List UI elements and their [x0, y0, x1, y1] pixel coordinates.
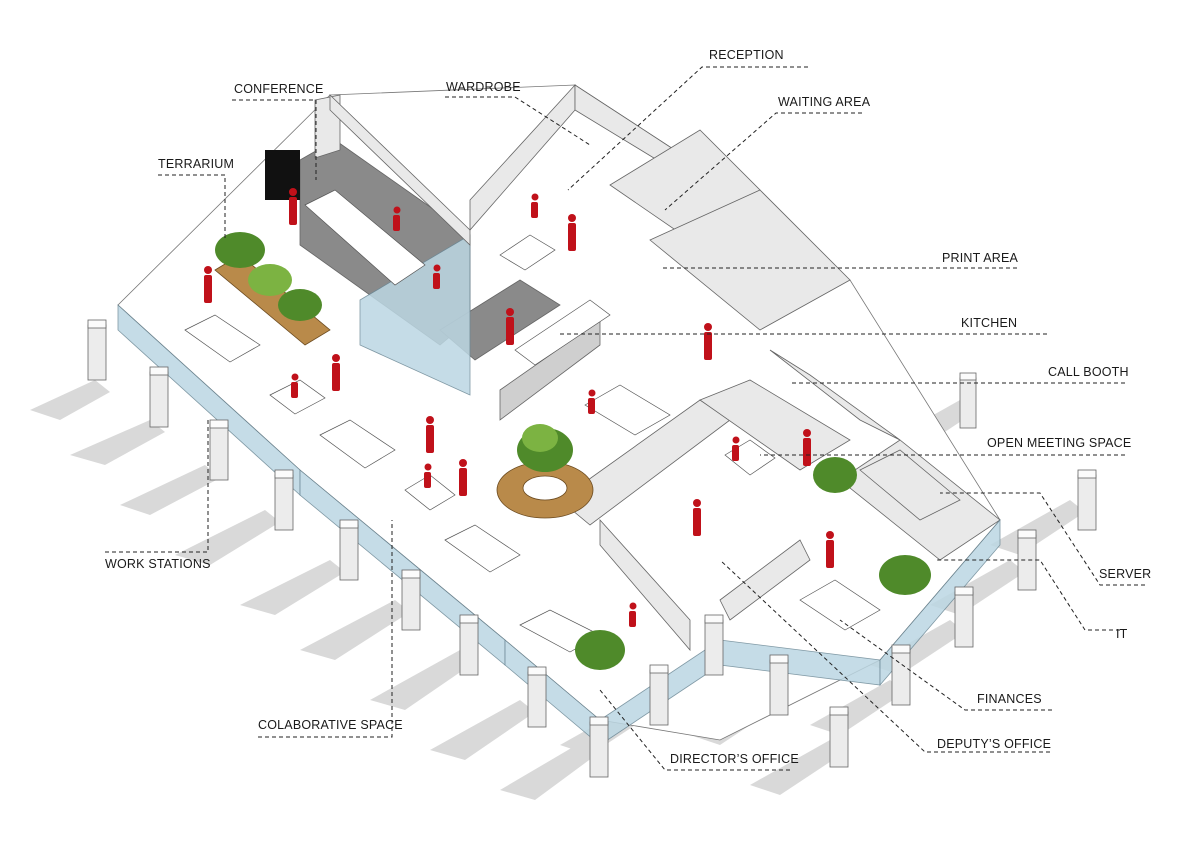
label-wardrobe: WARDROBE [446, 80, 521, 94]
pillar-icon [209, 419, 229, 481]
people [204, 188, 834, 627]
conference-glass-wall [359, 234, 471, 396]
person-figure-icon [433, 264, 441, 289]
person-figure-icon [531, 193, 539, 218]
glass-facade [117, 304, 1001, 746]
label-work-stations: WORK STATIONS [105, 557, 211, 571]
pillar-icon [891, 644, 911, 706]
person-figure-icon [332, 354, 340, 391]
plant-icon [517, 424, 573, 472]
label-conference: CONFERENCE [234, 82, 324, 96]
person-figure-icon [826, 531, 834, 568]
person-figure-icon [506, 308, 514, 345]
pillar-icon [87, 319, 107, 381]
person-figure-icon [588, 389, 596, 414]
plant-icon [215, 232, 322, 321]
person-figure-icon [291, 373, 299, 398]
conference-table [304, 189, 426, 286]
plant-icon [813, 457, 857, 493]
label-open-meeting-space: OPEN MEETING SPACE [987, 436, 1131, 450]
pillar-icon [1077, 469, 1097, 531]
person-figure-icon [289, 188, 297, 225]
furniture [184, 150, 881, 653]
person-figure-icon [426, 416, 434, 453]
pillars [87, 319, 1097, 778]
person-figure-icon [693, 499, 701, 536]
person-figure-icon [568, 214, 576, 251]
plant-icon [575, 630, 625, 670]
label-kitchen: KITCHEN [961, 316, 1017, 330]
pillar-icon [149, 366, 169, 428]
person-figure-icon [704, 323, 712, 360]
label-print-area: PRINT AREA [942, 251, 1019, 265]
person-figure-icon [204, 266, 212, 303]
pillar-icon [339, 519, 359, 581]
labels: RECEPTION WAITING AREA WARDROBE CONFEREN… [105, 48, 1151, 766]
pillar-icon [589, 716, 609, 778]
label-deputys-office: DEPUTY’S OFFICE [937, 737, 1051, 751]
plant-icon [879, 555, 931, 595]
label-call-booth: CALL BOOTH [1048, 365, 1129, 379]
person-figure-icon [424, 463, 432, 488]
pillar-icon [704, 614, 724, 676]
person-figure-icon [459, 459, 467, 496]
label-it: IT [1116, 627, 1128, 641]
pillar-icon [527, 666, 547, 728]
label-directors-office: DIRECTOR’S OFFICE [670, 752, 799, 766]
pillar-icon [459, 614, 479, 676]
pillar-icon [1017, 529, 1037, 591]
person-figure-icon [732, 436, 740, 461]
person-figure-icon [803, 429, 811, 466]
label-terrarium: TERRARIUM [158, 157, 234, 171]
label-reception: RECEPTION [709, 48, 784, 62]
person-figure-icon [393, 206, 401, 231]
person-figure-icon [629, 602, 637, 627]
leader-lines [105, 66, 1145, 771]
interior-walls [314, 83, 1001, 652]
pillar-icon [649, 664, 669, 726]
pillar-icon [954, 586, 974, 648]
label-finances: FINANCES [977, 692, 1042, 706]
pillar-icon [829, 706, 849, 768]
label-waiting-area: WAITING AREA [778, 95, 871, 109]
pillar-icon [401, 569, 421, 631]
pillar-icon [274, 469, 294, 531]
label-colaborative-space: COLABORATIVE SPACE [258, 718, 403, 732]
plants [214, 232, 931, 670]
pillar-icon [769, 654, 789, 716]
pillar-icon [959, 372, 977, 429]
label-server: SERVER [1099, 567, 1151, 581]
